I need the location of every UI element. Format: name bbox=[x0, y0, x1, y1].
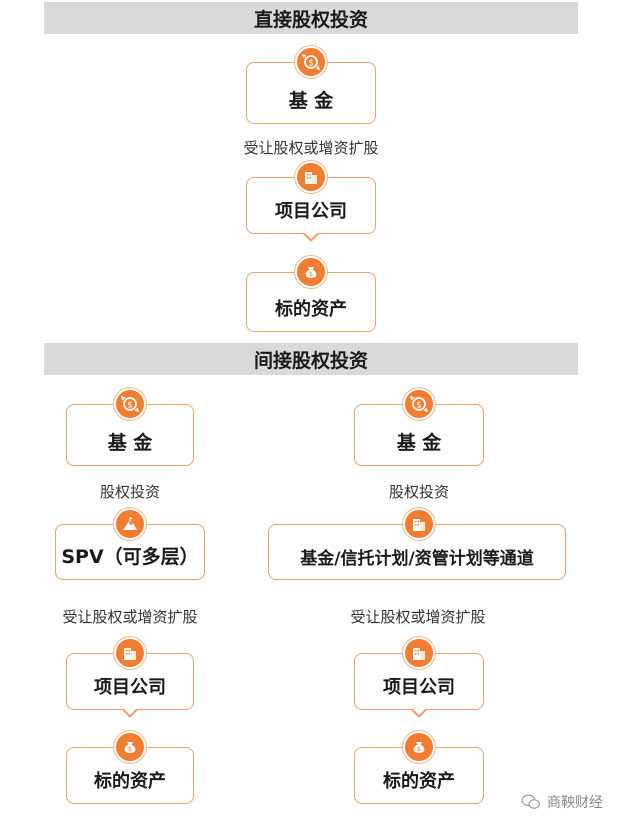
money-bag-icon: $ bbox=[114, 731, 146, 763]
building-icon bbox=[403, 637, 435, 669]
svg-text:$: $ bbox=[128, 745, 132, 753]
watermark: 商鞅财经 bbox=[521, 792, 603, 812]
left-asset-node: 标的资产 bbox=[66, 747, 194, 804]
wechat-icon bbox=[521, 794, 540, 809]
left-asset-label: 标的资产 bbox=[94, 771, 166, 792]
money-bag-icon: $ bbox=[295, 256, 327, 288]
money-cycle-icon: $ bbox=[403, 388, 435, 420]
left-project-node: 项目公司 bbox=[66, 653, 194, 710]
svg-text:$: $ bbox=[417, 745, 421, 753]
direct-project-pointer bbox=[303, 233, 319, 242]
building-icon bbox=[114, 637, 146, 669]
right-channel-label: 基金/信托计划/资管计划等通道 bbox=[300, 549, 534, 569]
right-fund-label: 基 金 bbox=[396, 432, 442, 454]
money-cycle-icon: $ bbox=[295, 46, 327, 78]
svg-text:$: $ bbox=[309, 270, 313, 278]
svg-text:$: $ bbox=[308, 59, 314, 69]
direct-fund-label: 基 金 bbox=[288, 90, 334, 112]
mountain-flag-icon bbox=[114, 508, 146, 540]
svg-text:$: $ bbox=[416, 401, 422, 411]
right-edge2-label: 受让股权或增资扩股 bbox=[350, 608, 486, 626]
left-spv-label: SPV（可多层） bbox=[61, 546, 199, 568]
direct-asset-label: 标的资产 bbox=[275, 299, 347, 320]
svg-text:$: $ bbox=[127, 401, 133, 411]
watermark-text: 商鞅财经 bbox=[547, 795, 603, 811]
left-fund-label: 基 金 bbox=[107, 432, 153, 454]
building-icon bbox=[403, 508, 435, 540]
right-project-pointer bbox=[411, 709, 427, 718]
money-cycle-icon: $ bbox=[114, 388, 146, 420]
money-bag-icon: $ bbox=[403, 731, 435, 763]
right-edge1-label: 股权投资 bbox=[388, 483, 449, 501]
direct-project-label: 项目公司 bbox=[275, 201, 347, 222]
right-project-label: 项目公司 bbox=[383, 677, 455, 698]
left-project-pointer bbox=[122, 709, 138, 718]
section-title-direct: 直接股权投资 bbox=[253, 8, 368, 31]
section-title-indirect: 间接股权投资 bbox=[253, 349, 368, 372]
right-asset-label: 标的资产 bbox=[383, 771, 455, 792]
left-edge1-label: 股权投资 bbox=[99, 483, 160, 501]
left-edge2-label: 受让股权或增资扩股 bbox=[62, 608, 198, 626]
section-header-direct: 直接股权投资 bbox=[44, 2, 578, 34]
left-project-label: 项目公司 bbox=[94, 677, 166, 698]
building-icon bbox=[295, 161, 327, 193]
direct-edge-label: 受让股权或增资扩股 bbox=[243, 139, 379, 157]
section-header-indirect: 间接股权投资 bbox=[44, 343, 578, 375]
